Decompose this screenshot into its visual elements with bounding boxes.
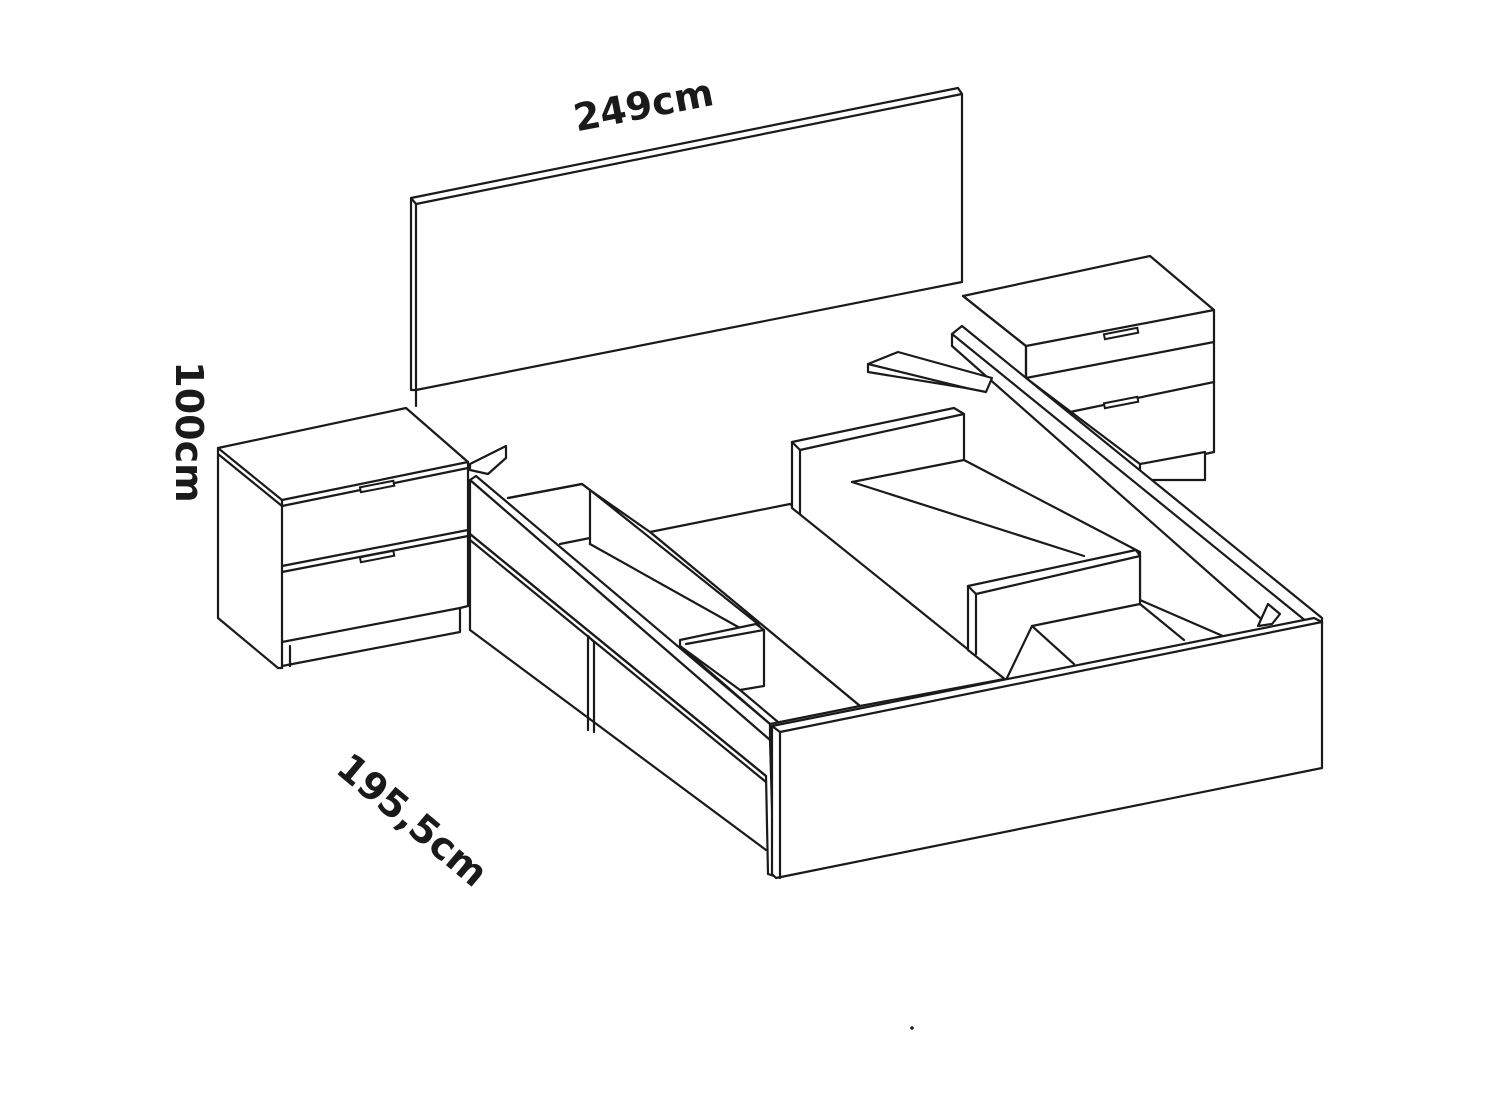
headboard — [409, 86, 964, 408]
depth-dimension-label: 195,5cm — [328, 745, 496, 896]
right-drawer-bottom-handle — [1102, 395, 1140, 410]
right-storage-compartment — [790, 406, 1314, 682]
height-dimension-label: 100cm — [167, 361, 211, 502]
gas-lift-strut — [866, 350, 994, 394]
left-drawer-top-handle — [358, 479, 396, 494]
right-nightstand — [961, 254, 1216, 482]
footboard — [770, 616, 1324, 880]
left-nightstand — [216, 406, 470, 670]
left-side-rail — [468, 474, 776, 878]
right-drawer-top-handle — [1102, 326, 1140, 341]
left-storage-compartment — [506, 482, 862, 726]
right-hinge-bracket — [1256, 602, 1282, 628]
width-dimension-label: 249cm — [570, 70, 717, 140]
left-hinge-bracket — [468, 444, 508, 476]
left-drawer-bottom-handle — [358, 549, 396, 564]
stray-mark — [910, 1026, 914, 1030]
